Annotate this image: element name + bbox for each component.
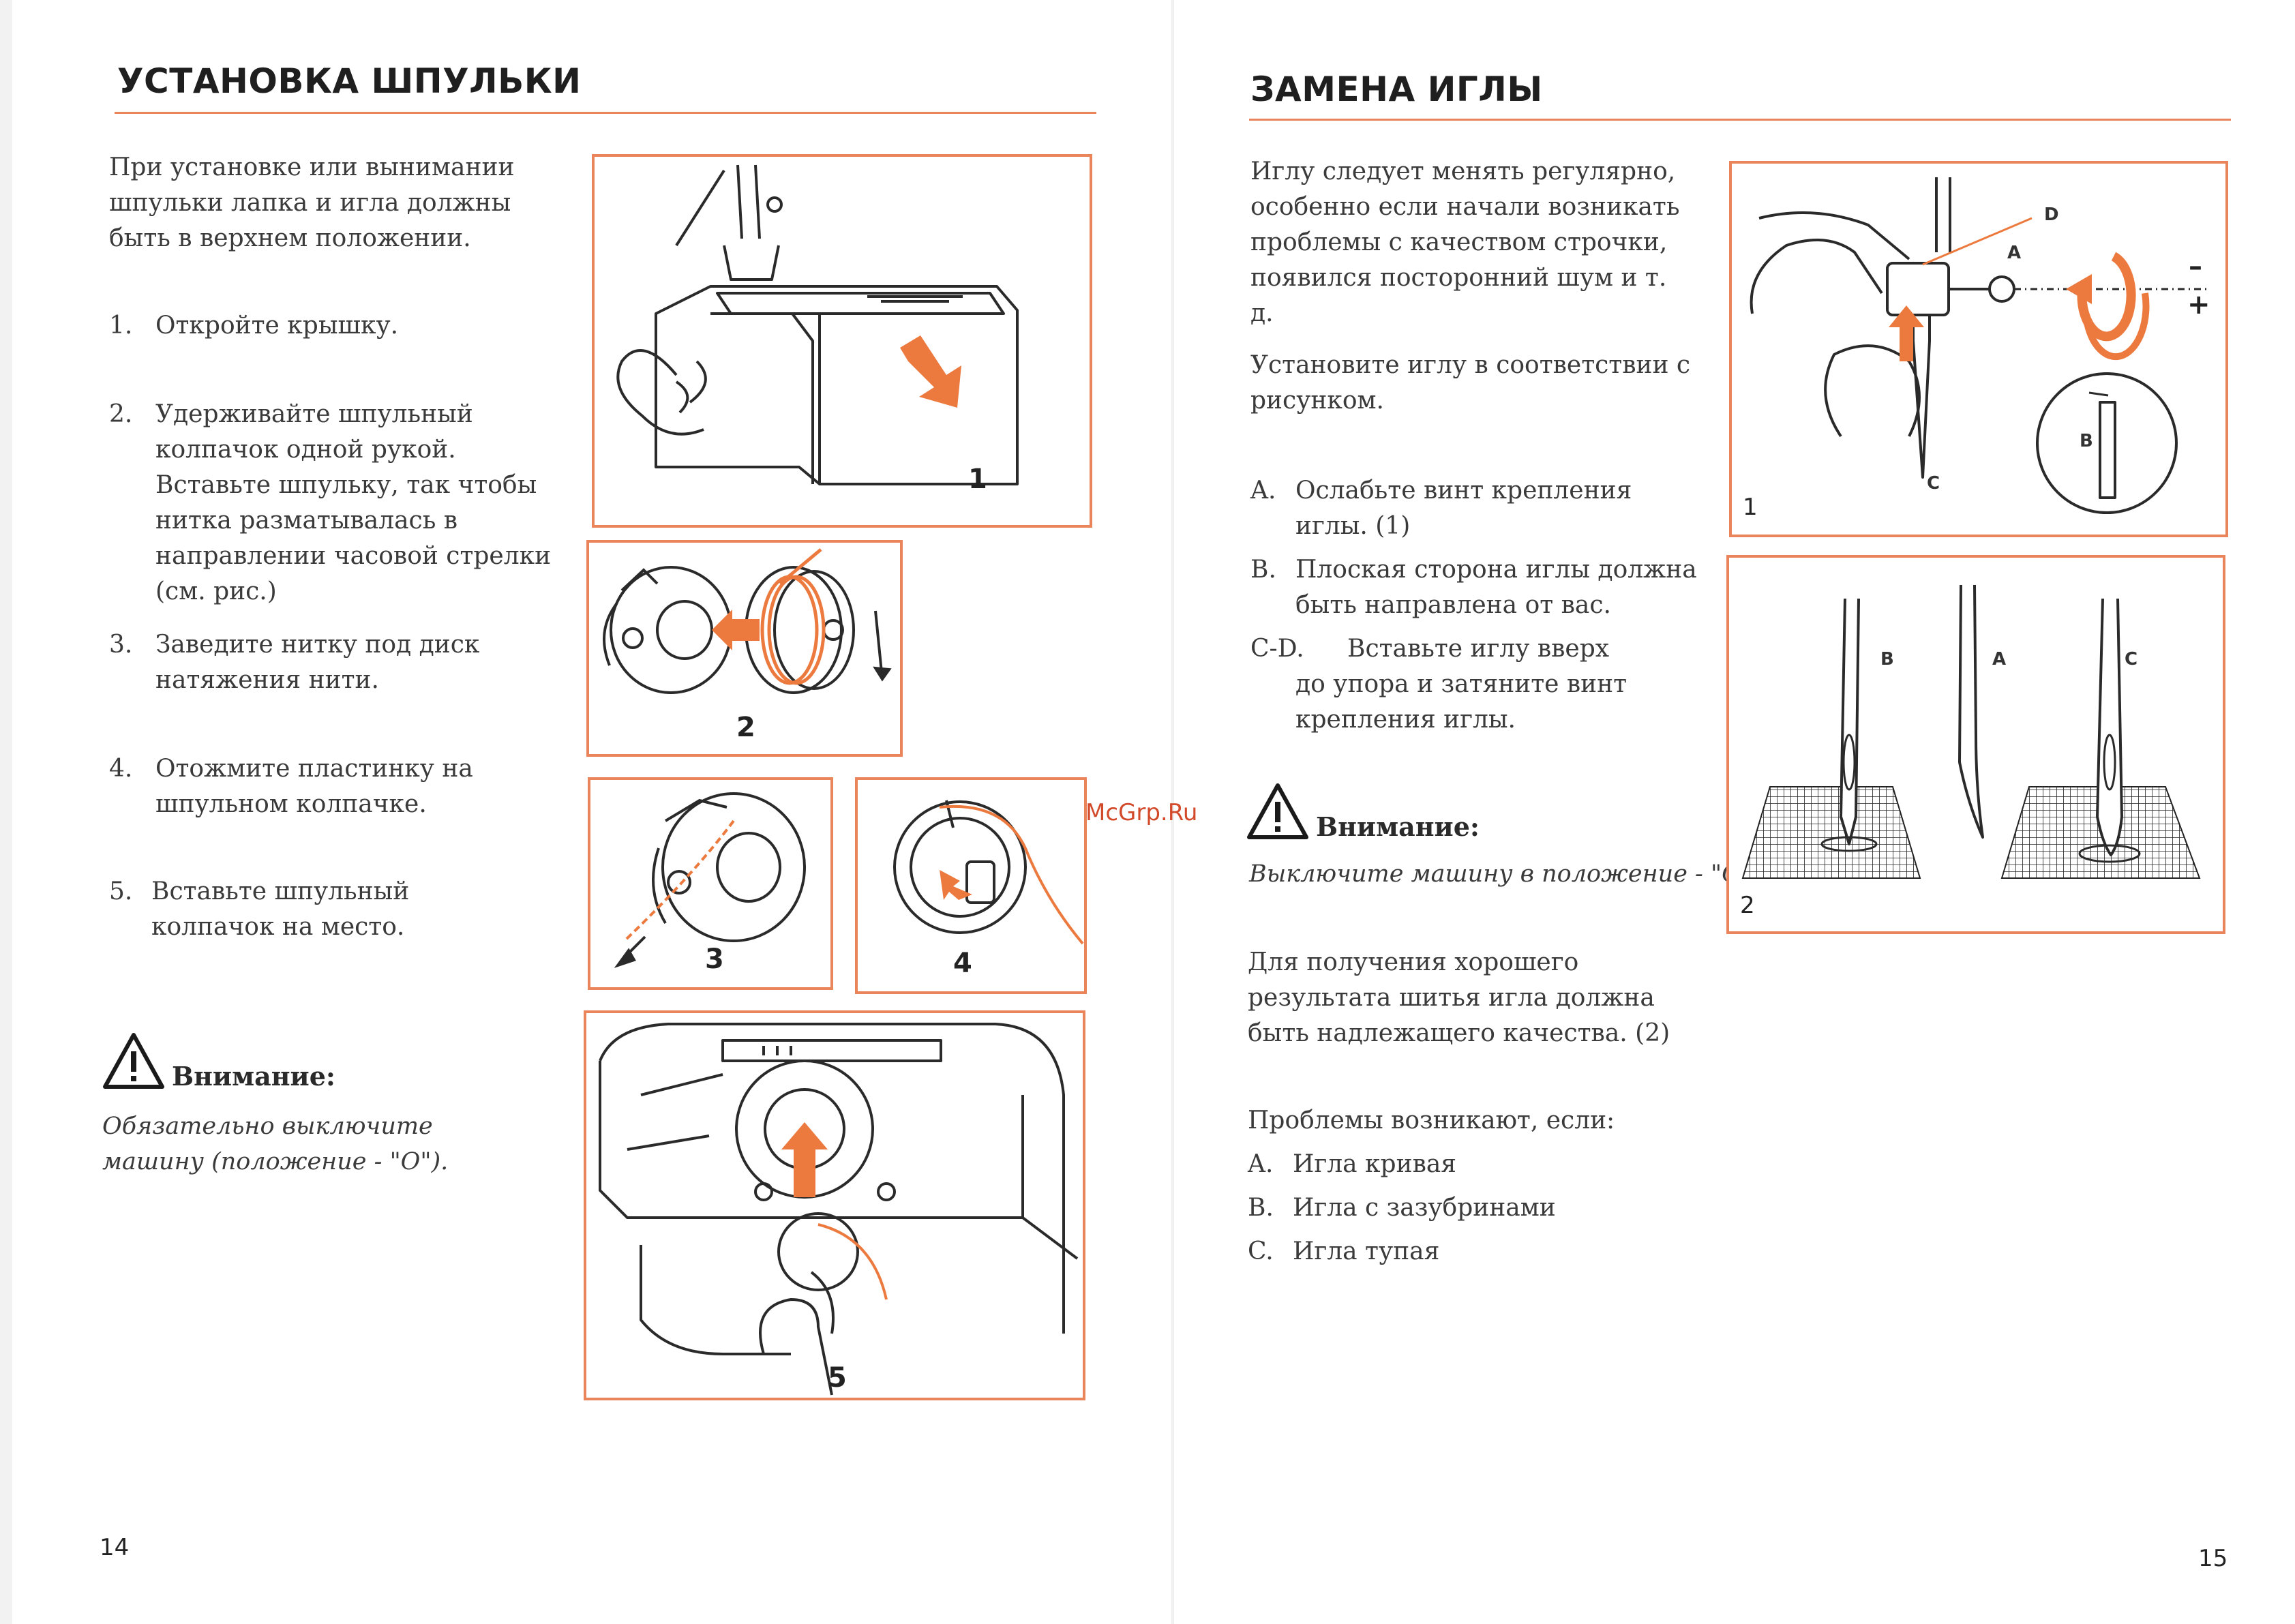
step-text: Откройте крышку.	[155, 312, 399, 340]
page-edge	[0, 0, 12, 1624]
fig1-label-c: C	[1927, 473, 1940, 494]
fig1-label-a: A	[2007, 243, 2022, 263]
right-quality: Для получения хорошего результата шитья …	[1248, 948, 1670, 1047]
step-text: Вставьте иглу вверх до упора и затяните …	[1295, 635, 1627, 734]
step-number: 3.	[109, 631, 133, 659]
figure-number-2: 2	[736, 712, 755, 743]
figure-number-4: 4	[953, 948, 972, 979]
figure-press-latch: 4	[855, 777, 1087, 994]
fig1-plus: +	[2187, 289, 2210, 320]
page-number-right: 15	[2198, 1545, 2228, 1572]
fig2-label-b: B	[1880, 649, 1894, 670]
left-intro: При установке или вынимании шпульки лапк…	[109, 153, 515, 252]
fig1-label-b: B	[2080, 431, 2093, 451]
warning-text: Обязательно выключите машину (положение …	[102, 1113, 449, 1175]
fig1-label-d: D	[2044, 205, 2059, 225]
fig2-label-a: A	[1992, 649, 2007, 670]
figure-open-cover: 1	[592, 154, 1092, 528]
left-warning: Внимание: Обязательно выключите машину (…	[102, 1032, 525, 1182]
right-install: Установите иглу в соответствии с рисунко…	[1250, 351, 1691, 415]
step-text: Ослабьте винт крепления иглы. (1)	[1295, 477, 1632, 540]
warning-icon	[1247, 783, 1308, 839]
figure-needle-screw: D A B C – + 1	[1729, 161, 2228, 537]
right-intro: Иглу следует менять регулярно, особенно …	[1250, 157, 1680, 327]
left-page-title: УСТАНОВКА ШПУЛЬКИ	[117, 61, 582, 101]
watermark: McGrp.Ru	[1085, 799, 1198, 826]
right-page-title: ЗАМЕНА ИГЛЫ	[1250, 70, 1543, 109]
warning-label: Внимание:	[172, 1061, 335, 1092]
figure-needle-types: B A C 2	[1726, 555, 2225, 934]
page-number-left: 14	[100, 1534, 130, 1561]
fig2-label-c: C	[2125, 649, 2138, 670]
step-letter: B.	[1250, 556, 1276, 584]
problem-text: Игла тупая	[1293, 1237, 1440, 1265]
figure-number-2: 2	[1740, 892, 1755, 919]
step-letter: A.	[1248, 1150, 1274, 1178]
warning-icon	[103, 1033, 164, 1089]
step-text: Вставьте шпульный колпачок на место.	[151, 877, 410, 941]
figure-insert-bobbin-case: 5	[584, 1010, 1085, 1400]
warning-label: Внимание:	[1316, 811, 1480, 842]
step-letter: C-D.	[1250, 635, 1304, 663]
fig1-minus: –	[2189, 251, 2202, 282]
step-number: 1.	[109, 312, 133, 340]
figure-number-1: 1	[1743, 494, 1758, 521]
step-text: Удерживайте шпульный колпачок одной руко…	[155, 400, 552, 605]
figure-number-5: 5	[828, 1362, 847, 1394]
warning-text: Выключите машину в положение - "О".	[1249, 860, 1760, 888]
left-title-rule	[115, 112, 1096, 114]
step-number: 2.	[109, 400, 133, 428]
step-text: Отожмите пластинку на шпульном колпачке.	[155, 755, 473, 818]
problem-text: Игла кривая	[1293, 1150, 1457, 1178]
step-letter: C.	[1248, 1237, 1274, 1265]
right-warning: Внимание: Выключите машину в положение -…	[1246, 783, 1760, 899]
right-title-rule	[1249, 119, 2231, 121]
step-text: Заведите нитку под диск натяжения нити.	[155, 631, 480, 694]
spread-fold	[1171, 0, 1174, 1624]
problems-title: Проблемы возникают, если:	[1248, 1107, 1615, 1134]
problem-text: Игла с зазубринами	[1293, 1194, 1556, 1222]
figure-number-3: 3	[705, 944, 724, 975]
figure-insert-bobbin: 2	[586, 540, 903, 757]
step-text: Плоская сторона иглы должна быть направл…	[1295, 556, 1697, 619]
figure-number-1: 1	[968, 464, 987, 495]
figure-thread-tension: 3	[588, 777, 833, 990]
step-letter: A.	[1250, 477, 1276, 505]
step-letter: B.	[1248, 1194, 1274, 1222]
step-number: 4.	[109, 755, 133, 783]
step-number: 5.	[109, 877, 133, 905]
